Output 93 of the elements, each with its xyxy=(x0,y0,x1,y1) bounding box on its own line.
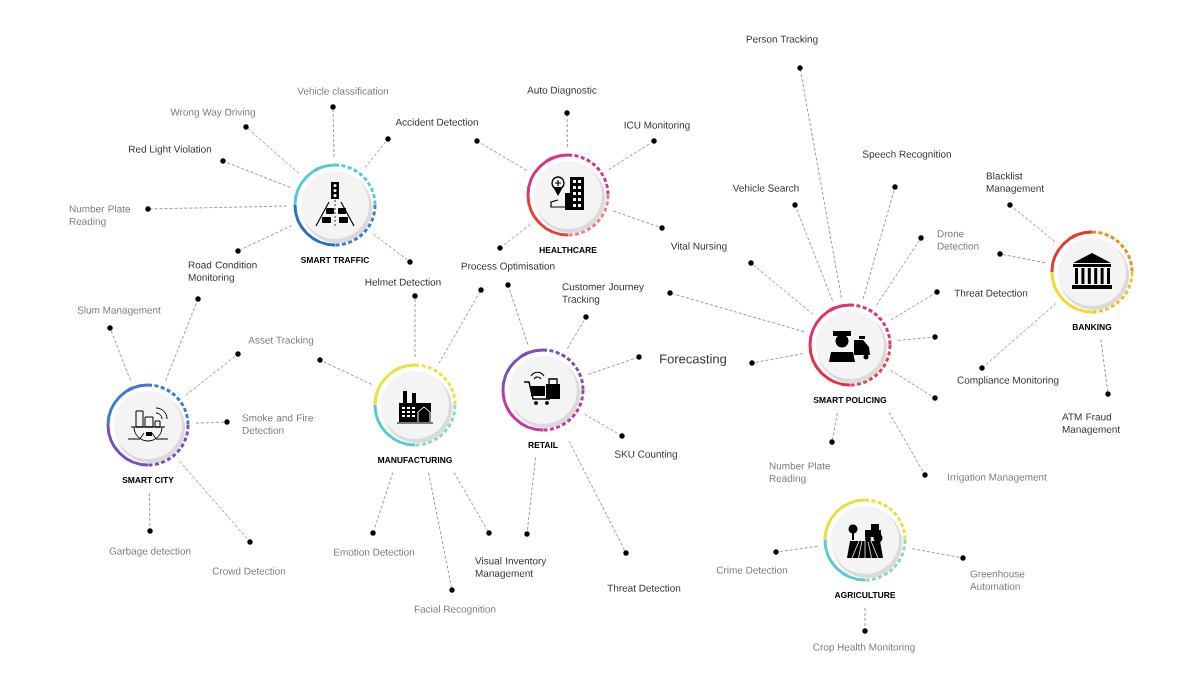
connector xyxy=(479,142,527,171)
feature-label: Crop Health Monitoring xyxy=(813,643,915,653)
connector xyxy=(373,472,394,531)
connector xyxy=(888,412,924,473)
connector xyxy=(584,413,620,435)
connector xyxy=(1002,254,1046,264)
connector xyxy=(179,460,249,541)
connector xyxy=(364,141,387,168)
feature-label: Wrong Way Driving xyxy=(170,108,255,118)
connector xyxy=(502,224,531,247)
connector xyxy=(568,440,625,551)
feature-label: Auto Diagnostic xyxy=(527,86,597,96)
hub-label: AGRICULTURE xyxy=(834,592,896,598)
feature-label: Visual Inventory Management xyxy=(475,557,547,579)
connector xyxy=(613,210,660,228)
feature-label: Number Plate Reading xyxy=(69,205,130,227)
feature-label: Customer Journey Tracking xyxy=(562,283,644,305)
feature-label: Threat Detection xyxy=(954,289,1028,297)
hub-label: HEALTHCARE xyxy=(539,247,597,253)
feature-label: Threat Detection xyxy=(607,584,681,592)
connector xyxy=(890,370,933,397)
feature-label: Crime Detection xyxy=(716,566,788,574)
connector xyxy=(1012,206,1056,242)
feature-label: Crowd Detection xyxy=(212,567,286,575)
connector xyxy=(1100,339,1108,392)
feature-label: Forecasting xyxy=(660,353,726,367)
connector xyxy=(322,360,372,385)
connector xyxy=(566,115,568,148)
connector xyxy=(332,109,335,158)
feature-label: SKU Counting xyxy=(614,450,677,460)
feature-label: Irrigation Management xyxy=(948,473,1047,483)
feature-label: Blacklist Management xyxy=(986,172,1045,194)
connector xyxy=(876,240,920,306)
feature-label: Emotion Detection xyxy=(334,548,415,556)
feature-label: Person Tracking xyxy=(746,35,818,45)
feature-label: Number Plate Reading xyxy=(769,462,830,484)
connector xyxy=(890,293,935,321)
connector xyxy=(832,412,838,440)
connector xyxy=(754,353,804,363)
feature-label: Garbage detection xyxy=(109,547,191,557)
connector xyxy=(778,546,818,552)
connector xyxy=(247,128,300,174)
connector xyxy=(150,205,288,210)
feature-label: Asset Tracking xyxy=(248,336,314,346)
connector xyxy=(527,457,536,532)
feature-label: Red Light Violation xyxy=(129,145,212,155)
feature-label: Vehicle Search xyxy=(732,184,799,192)
feature-label: Compliance Monitoring xyxy=(957,376,1059,386)
feature-label: Greenhouse Automation xyxy=(970,570,1025,590)
connector xyxy=(149,492,151,529)
connector xyxy=(438,292,480,364)
hub-label: SMART POLICING xyxy=(813,397,887,403)
connector xyxy=(911,548,961,558)
feature-label: Accident Detection xyxy=(395,118,478,126)
hub-label: BANKING xyxy=(1072,324,1112,330)
feature-label: Vehicle classification xyxy=(297,87,388,95)
connector xyxy=(165,301,198,381)
connector xyxy=(795,207,833,301)
connector xyxy=(983,303,1057,367)
connector xyxy=(110,330,131,381)
connector xyxy=(372,233,408,261)
connector xyxy=(185,355,236,396)
connector xyxy=(800,70,842,299)
feature-label: Helmet Detection xyxy=(365,278,441,286)
feature-label: Speech Recognition xyxy=(862,150,951,160)
feature-label: Road Condition Monitoring xyxy=(188,261,257,283)
connector xyxy=(567,319,585,349)
connector xyxy=(240,225,292,251)
connector xyxy=(453,472,488,531)
feature-label: ATM Fraud Management xyxy=(1062,413,1121,435)
hub-label: SMART CITY xyxy=(122,477,174,483)
connector xyxy=(588,357,637,375)
connector xyxy=(414,298,416,358)
connector xyxy=(862,189,895,300)
feature-label: Vital Nursing xyxy=(670,242,727,252)
connector xyxy=(752,264,814,315)
connector xyxy=(608,142,652,170)
connector xyxy=(672,293,805,332)
hub-label: MANUFACTURING xyxy=(378,457,452,463)
hub-label: RETAIL xyxy=(528,442,558,448)
connector xyxy=(428,472,452,588)
hub-label: SMART TRAFFIC xyxy=(300,257,370,263)
connector xyxy=(225,161,291,188)
connector xyxy=(195,421,225,424)
feature-label: Process Optimisation xyxy=(461,262,555,272)
feature-label: Drone Detection xyxy=(937,230,979,250)
feature-label: Slum Management xyxy=(77,306,161,316)
connector xyxy=(508,287,529,345)
connector xyxy=(864,607,866,629)
feature-label: Facial Recognition xyxy=(414,605,496,615)
feature-label: ICU Monitoring xyxy=(624,121,690,131)
connector xyxy=(897,336,933,341)
feature-label: Smoke and Fire Detection xyxy=(242,414,313,434)
